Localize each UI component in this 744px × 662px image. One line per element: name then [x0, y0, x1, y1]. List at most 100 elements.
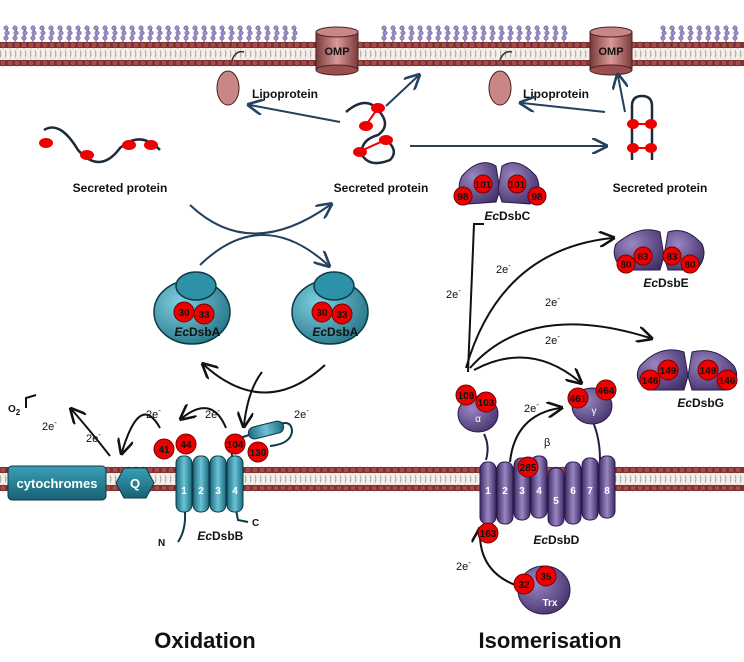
- oxidation-electron-flow: [25, 371, 263, 456]
- cys-32: 32: [518, 580, 530, 591]
- lipoprotein-right: Lipoprotein: [488, 50, 589, 106]
- dsbb-name: DsbB: [212, 529, 244, 543]
- cys-101: 101: [475, 180, 492, 191]
- omp-label: OMP: [598, 46, 623, 58]
- helix-label: 3: [519, 486, 525, 497]
- helix-label: 5: [553, 496, 559, 507]
- cys-146: 146: [642, 376, 659, 387]
- dsba-reoxidation-arrow: [204, 365, 326, 394]
- cys-109: 109: [458, 391, 475, 402]
- dsba-prefix: Ec: [312, 325, 327, 339]
- oxidation-title: Oxidation: [154, 628, 255, 653]
- oxygen-label: O2: [8, 404, 21, 417]
- omp-label: OMP: [324, 46, 349, 58]
- cys-30: 30: [316, 308, 328, 319]
- dsbd-helix: [581, 457, 599, 521]
- cys-80: 80: [684, 260, 696, 271]
- secreted-protein-label: Secreted protein: [73, 181, 168, 195]
- dsbd-helix: [547, 467, 565, 527]
- secreted-protein-label: Secreted protein: [334, 181, 429, 195]
- dsbe-prefix: Ec: [643, 276, 658, 290]
- export-arrows: [189, 76, 625, 265]
- cys-464: 464: [598, 386, 615, 397]
- omp-right: OMP: [589, 26, 633, 76]
- inner-membrane: [0, 466, 744, 492]
- secreted-protein-reduced: Secreted protein: [39, 126, 168, 195]
- dsbc-prefix: Ec: [484, 209, 499, 223]
- trx: 32 35 Trx: [513, 565, 571, 615]
- dsba-prefix: Ec: [174, 325, 189, 339]
- secreted-protein-oxidized: Secreted protein: [334, 101, 429, 195]
- dsbd-helix: [564, 461, 582, 525]
- dsbb: 41 44 104 130 1 2 3 4 N C Ec DsbB: [153, 420, 294, 549]
- dsba-left: 30 33 Ec DsbA: [153, 271, 231, 345]
- cys-41: 41: [158, 445, 170, 456]
- n-terminus: N: [158, 538, 165, 549]
- cys-461: 461: [570, 394, 587, 405]
- secreted-protein-native: Secreted protein: [613, 94, 707, 195]
- dsba-right: 30 33 Ec DsbA: [291, 271, 369, 345]
- dsbe-name: DsbE: [658, 276, 689, 290]
- cytochromes-label: cytochromes: [17, 476, 98, 491]
- cys-83: 83: [637, 252, 649, 263]
- cys-98: 98: [531, 192, 543, 203]
- electron-label: 2e-: [456, 558, 471, 573]
- cys-33: 33: [336, 310, 348, 321]
- dsbd-prefix: Ec: [533, 533, 548, 547]
- cys-98: 98: [457, 192, 469, 203]
- cys-104: 104: [227, 440, 244, 451]
- omp-left: OMP: [315, 26, 359, 76]
- isomerisation-title: Isomerisation: [478, 628, 621, 653]
- cys-149: 149: [700, 366, 717, 377]
- electron-label: 2e-: [524, 400, 539, 415]
- helix-label: 4: [536, 486, 542, 497]
- cys-103: 103: [478, 398, 495, 409]
- lipoprotein-left: Lipoprotein: [216, 50, 318, 106]
- dsbe: 80 83 83 80 Ec DsbE: [613, 229, 705, 290]
- quinone-hexagon: Q: [115, 467, 155, 499]
- electron-label: 2e-: [42, 418, 57, 433]
- electron-label: 2e-: [446, 286, 461, 301]
- cys-101: 101: [509, 180, 526, 191]
- cys-83: 83: [666, 252, 678, 263]
- dsbc: 98 101 101 98 Ec DsbC: [453, 162, 547, 223]
- electron-label: 2e-: [146, 406, 161, 421]
- cys-33: 33: [198, 310, 210, 321]
- dsbg-name: DsbG: [692, 396, 724, 410]
- cys-80: 80: [620, 260, 632, 271]
- electron-label: 2e-: [545, 294, 560, 309]
- cys-285: 285: [520, 463, 537, 474]
- dsbb-prefix: Ec: [197, 529, 212, 543]
- helix-label: 3: [215, 486, 221, 497]
- dsba-name: DsbA: [327, 325, 359, 339]
- helix-label: 6: [570, 486, 576, 497]
- quinone-label: Q: [130, 476, 140, 491]
- dsbc-name: DsbC: [499, 209, 531, 223]
- helix-label: 2: [198, 486, 204, 497]
- dsbd-name: DsbD: [548, 533, 580, 547]
- cys-130: 130: [250, 448, 267, 459]
- cys-44: 44: [180, 440, 192, 451]
- cys-30: 30: [178, 308, 190, 319]
- helix-label: 8: [604, 486, 610, 497]
- cys-35: 35: [540, 572, 552, 583]
- trx-label: Trx: [542, 598, 557, 609]
- cys-163: 163: [480, 529, 497, 540]
- lipoprotein-label: Lipoprotein: [252, 87, 318, 101]
- electron-label: 2e-: [205, 406, 220, 421]
- helix-label: 2: [502, 486, 508, 497]
- dsbg: 146 149 149 146 Ec DsbG: [636, 349, 738, 410]
- dsbg-prefix: Ec: [677, 396, 692, 410]
- helix-label: 4: [232, 486, 238, 497]
- electron-label: 2e-: [545, 332, 560, 347]
- c-terminus: C: [252, 518, 259, 529]
- dsbd-gamma-label: γ: [592, 406, 597, 417]
- dsbd-beta-label: β: [544, 437, 550, 449]
- electron-label: 2e-: [86, 430, 101, 445]
- lipoprotein-label: Lipoprotein: [523, 87, 589, 101]
- helix-label: 1: [181, 486, 187, 497]
- cys-146: 146: [719, 376, 736, 387]
